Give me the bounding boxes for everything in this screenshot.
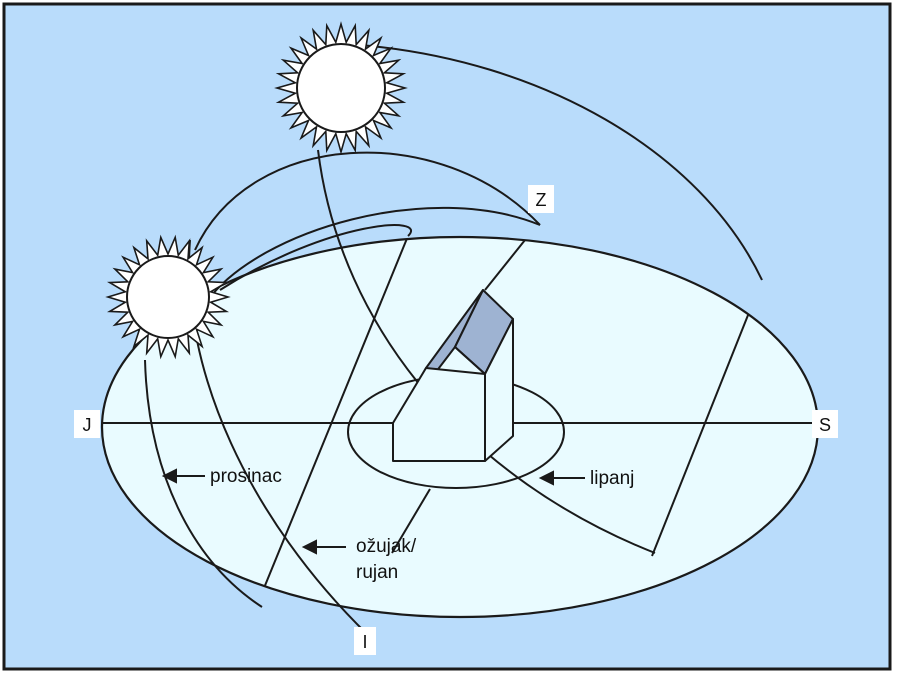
direction-label-west: Z (528, 185, 554, 213)
label-text: I (362, 632, 367, 652)
label-rujan: rujan (356, 562, 398, 583)
sun-disc (297, 44, 385, 132)
direction-label-east: I (354, 627, 376, 655)
direction-label-north: S (812, 410, 838, 438)
direction-label-south: J (74, 410, 100, 438)
label-prosinac: prosinac (210, 466, 282, 487)
label-ozujak: ožujak/ (356, 536, 417, 557)
sun-disc (127, 256, 209, 338)
label-text: J (83, 415, 92, 435)
label-text: Z (536, 190, 547, 210)
label-text: S (819, 415, 831, 435)
label-lipanj: lipanj (590, 468, 634, 489)
